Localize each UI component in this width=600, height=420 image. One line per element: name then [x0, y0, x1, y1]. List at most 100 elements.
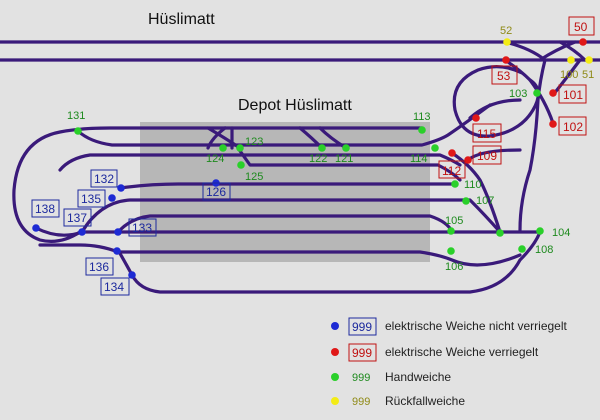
- switch-101-box: [558, 84, 587, 104]
- switch-104-label: 104: [552, 227, 570, 239]
- switch-50-label: 50: [574, 20, 588, 34]
- switch-112-label: 112: [442, 164, 461, 178]
- switch-115-marker[interactable]: [472, 114, 480, 122]
- switch-124-marker[interactable]: [219, 144, 227, 152]
- switch-104b-marker[interactable]: [496, 229, 504, 237]
- legend: 999 elektrische Weiche nicht verriegelt …: [331, 317, 568, 408]
- switch-135-box: [77, 189, 106, 208]
- switch-122-marker[interactable]: [318, 144, 326, 152]
- switch-133-marker[interactable]: [114, 228, 122, 236]
- switch-102-box: [558, 116, 587, 136]
- switch-115-box: [472, 123, 502, 143]
- switch-101-label: 101: [563, 88, 583, 102]
- legend-red-box: [348, 343, 377, 362]
- depot-track-8: [116, 250, 522, 267]
- switch-112-box: [438, 160, 466, 179]
- legend-blue-text: elektrische Weiche nicht verriegelt: [385, 319, 568, 333]
- switch-103-marker[interactable]: [533, 89, 541, 97]
- switch-125-label: 125: [245, 171, 263, 183]
- switch-107-marker[interactable]: [462, 197, 470, 205]
- switch-109-label: 109: [477, 149, 497, 163]
- switch-136-marker[interactable]: [113, 247, 121, 255]
- switch-131-marker[interactable]: [74, 127, 82, 135]
- depot-track-5: [118, 214, 454, 234]
- switch-121-label: 121: [335, 153, 353, 165]
- switch-53-label: 53: [497, 69, 511, 83]
- legend-green-dot: [331, 373, 339, 381]
- switch-106-marker[interactable]: [447, 247, 455, 255]
- switch-103-label: 103: [509, 88, 527, 100]
- switch-134-marker[interactable]: [128, 271, 136, 279]
- switch-109-marker[interactable]: [464, 156, 472, 164]
- legend-red-dot: [331, 348, 339, 356]
- legend-blue-dot: [331, 322, 339, 330]
- switch-138-box: [31, 199, 60, 218]
- switch-137-box: [63, 208, 92, 227]
- switch-121-marker[interactable]: [342, 144, 350, 152]
- switch-132-marker[interactable]: [117, 184, 125, 192]
- switch-134-box: [100, 277, 130, 296]
- switch-131-label: 131: [67, 110, 85, 122]
- switch-markers: [32, 38, 593, 279]
- switch-110-marker[interactable]: [451, 180, 459, 188]
- depot-area: [140, 122, 430, 262]
- depot-title: Depot Hüslimatt: [238, 97, 352, 114]
- switch-100-marker[interactable]: [567, 56, 575, 64]
- switch-51-label: 51: [582, 69, 594, 81]
- switch-126-box: [202, 182, 231, 201]
- switch-113-marker[interactable]: [418, 126, 426, 134]
- legend-blue-number: 999: [352, 320, 372, 334]
- switch-106-label: 106: [445, 261, 463, 273]
- switch-132-label: 132: [94, 172, 114, 186]
- switch-135-marker[interactable]: [108, 194, 116, 202]
- switch-136-label: 136: [89, 260, 109, 274]
- switch-50-marker[interactable]: [579, 38, 587, 46]
- station-title: Hüslimatt: [148, 11, 215, 28]
- switch-110-label: 110: [464, 179, 482, 191]
- switch-109-box: [472, 145, 502, 165]
- legend-blue-box: [348, 317, 377, 336]
- switch-114-label: 114: [410, 153, 428, 165]
- legend-red-number: 999: [352, 346, 372, 360]
- switch-115-label: 115: [477, 127, 496, 141]
- switch-113-label: 113: [413, 111, 431, 123]
- switch-126-label: 126: [206, 185, 226, 199]
- switch-102-label: 102: [563, 120, 583, 134]
- switch-100-label: 100: [560, 69, 578, 81]
- switch-108-marker[interactable]: [518, 245, 526, 253]
- switch-123-marker[interactable]: [236, 144, 244, 152]
- switch-135-label: 135: [81, 192, 101, 206]
- switch-114-marker[interactable]: [431, 144, 439, 152]
- switch-53-marker[interactable]: [502, 56, 510, 64]
- switch-101-marker[interactable]: [549, 89, 557, 97]
- lower-loop: [130, 230, 542, 294]
- depot-track-4: [80, 198, 502, 234]
- legend-green-number: 999: [352, 372, 370, 384]
- legend-yellow-text: Rückfallweiche: [385, 394, 465, 408]
- switch-137-marker[interactable]: [78, 228, 86, 236]
- switch-137-label: 137: [67, 211, 87, 225]
- switch-107-label: 107: [476, 195, 494, 207]
- legend-green-text: Handweiche: [385, 370, 451, 384]
- depot-track-7: [38, 243, 120, 254]
- switch-136-box: [85, 257, 114, 276]
- switch-50-box: [568, 16, 595, 36]
- switch-102-marker[interactable]: [549, 120, 557, 128]
- switch-138-label: 138: [35, 202, 55, 216]
- switch-104-marker[interactable]: [536, 227, 544, 235]
- legend-yellow-number: 999: [352, 396, 370, 408]
- switch-112-marker[interactable]: [448, 149, 456, 157]
- switch-122-label: 122: [309, 153, 327, 165]
- switch-133-label: 133: [132, 221, 152, 235]
- switch-51-marker[interactable]: [585, 56, 593, 64]
- switch-105-marker[interactable]: [447, 227, 455, 235]
- switch-52-marker[interactable]: [503, 38, 511, 46]
- switch-125-marker[interactable]: [237, 161, 245, 169]
- loop-inner: [468, 98, 522, 120]
- depot-track-2: [58, 153, 462, 172]
- switch-138-marker[interactable]: [32, 224, 40, 232]
- switch-133-box: [128, 218, 157, 237]
- switch-labels: 52 50 53 100 51 103 101 102 131 113 123 …: [31, 16, 595, 296]
